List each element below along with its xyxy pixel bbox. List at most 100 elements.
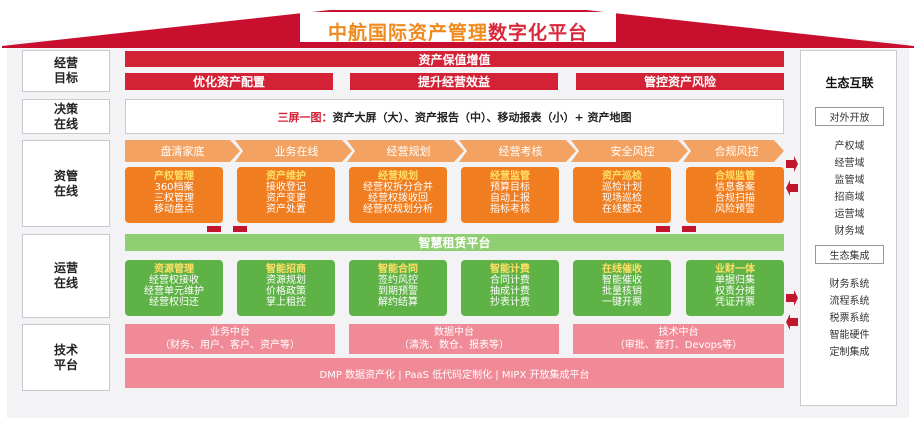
ops-box-title: 资源管理	[154, 264, 194, 275]
asset-box-4: 经营监管 预算目标 自动上报 指标考核	[461, 167, 559, 223]
asset-box-line: 自动上报	[490, 193, 530, 204]
ops-box-title: 智能计费	[490, 264, 530, 275]
ops-box-line: 凭证开票	[715, 297, 755, 308]
ops-box-line: 经营权接收	[149, 275, 199, 286]
tech-bottom-bar: DMP 数据资产化 | PaaS 低代码定制化 | MIPX 开放集成平台	[125, 358, 784, 388]
asset-box-title: 合规监管	[715, 171, 755, 182]
roof-banner	[2, 10, 914, 48]
eco-title: 生态互联	[825, 76, 874, 90]
ops-box-line: 抽成计费	[490, 286, 530, 297]
asset-box-line: 指标考核	[490, 204, 530, 215]
goal-main-bar: 资产保值增值	[125, 51, 784, 67]
goal-item-2: 提升经营效益	[350, 73, 558, 90]
ops-box-line: 资源规划	[266, 275, 306, 286]
decision-box: 三屏一图：资产大屏（大）、资产报告（中）、移动报表（小）+ 资产地图	[125, 99, 784, 134]
eco-integ-item: 智能硬件	[829, 330, 870, 341]
tech-center-tech: 技术中台 （审批、套打、Devops等）	[573, 324, 784, 354]
platform-bar: 智慧租赁平台	[125, 234, 784, 251]
ops-box-line: 掌上租控	[266, 297, 306, 308]
asset-box-line: 经营权规划分析	[363, 204, 433, 215]
side-arrow-lower	[786, 290, 798, 330]
asset-box-line: 移动盘点	[154, 204, 194, 215]
asset-box-line: 合规扫描	[715, 193, 755, 204]
ops-box-line: 到期预警	[378, 286, 418, 297]
ops-box-line: 合同计费	[490, 275, 530, 286]
decision-text: 资产大屏（大）、资产报告（中）、移动报表（小）+ 资产地图	[332, 110, 632, 124]
side-arrow-upper	[786, 156, 798, 196]
decision-prefix: 三屏一图：	[277, 110, 333, 124]
tech-center-name: 数据中台	[434, 327, 474, 338]
title-part2: 数字化平台	[488, 22, 589, 44]
asset-box-title: 经营监管	[490, 171, 530, 182]
ops-box-title: 智能招商	[266, 264, 306, 275]
goal-item-1: 优化资产配置	[125, 73, 333, 90]
goal-item-3: 管控资产风险	[576, 73, 784, 90]
eco-open-item: 运营域	[834, 209, 865, 220]
eco-open-item: 财务域	[834, 226, 865, 237]
row-label-decision: 决策 在线	[22, 99, 110, 134]
connector-arrow	[682, 226, 696, 232]
ops-box-1: 资源管理 经营权接收 经营单元维护 经营权归还	[125, 260, 223, 316]
asset-box-line: 三权管理	[154, 193, 194, 204]
ops-box-line: 一键开票	[602, 297, 642, 308]
eco-open-item: 产权域	[834, 141, 865, 152]
eco-integ-item: 税票系统	[829, 313, 870, 324]
asset-box-line: 接收登记	[266, 182, 306, 193]
row-label-tech: 技术 平台	[22, 324, 110, 391]
row-label-goals: 经营 目标	[22, 50, 110, 92]
ops-box-2: 智能招商 资源规划 价格政策 掌上租控	[237, 260, 335, 316]
asset-box-line: 360档案	[154, 182, 194, 193]
ops-box-title: 在线催收	[602, 264, 642, 275]
asset-box-line: 预算目标	[490, 182, 530, 193]
asset-box-title: 资产巡检	[602, 171, 642, 182]
eco-open-item: 监管域	[834, 175, 865, 186]
asset-box-line: 资产处置	[266, 204, 306, 215]
chevron-step-4: 经营考核	[459, 140, 576, 162]
chevron-step-2: 业务在线	[235, 140, 352, 162]
row-label-asset: 资管 在线	[22, 140, 110, 227]
eco-open-item: 经营域	[834, 158, 865, 169]
ops-box-4: 智能计费 合同计费 抽成计费 抄表计费	[461, 260, 559, 316]
ops-box-line: 签约风控	[378, 275, 418, 286]
tech-center-desc: （财务、用户、客户、资产等）	[160, 340, 300, 351]
ops-box-line: 权责分摊	[715, 286, 755, 297]
asset-box-line: 巡检计划	[602, 182, 642, 193]
eco-integ-item: 定制集成	[829, 347, 870, 358]
asset-box-2: 资产维护 接收登记 资产变更 资产处置	[237, 167, 335, 223]
tech-center-business: 业务中台 （财务、用户、客户、资产等）	[125, 324, 335, 354]
chevron-step-5: 安全风控	[571, 140, 688, 162]
ops-box-6: 业财一体 单据归集 权责分摊 凭证开票	[686, 260, 784, 316]
asset-box-3: 经营规划 经营权拆分合并 经营权拨收回 经营权规划分析	[349, 167, 447, 223]
asset-box-1: 产权管理 360档案 三权管理 移动盘点	[125, 167, 223, 223]
eco-open-item: 招商域	[834, 192, 865, 203]
ops-box-line: 单据归集	[715, 275, 755, 286]
asset-box-line: 在线整改	[602, 204, 642, 215]
eco-open-tag: 对外开放	[815, 107, 884, 126]
chevron-step-6: 合规风控	[683, 140, 784, 162]
asset-box-title: 经营规划	[378, 171, 418, 182]
asset-box-line: 风险预警	[715, 204, 755, 215]
ops-box-line: 智能催收	[602, 275, 642, 286]
ops-box-line: 批量核销	[602, 286, 642, 297]
asset-box-title: 产权管理	[154, 171, 194, 182]
asset-box-line: 信息备案	[715, 182, 755, 193]
connector-arrow	[207, 226, 221, 232]
tech-center-name: 业务中台	[210, 327, 250, 338]
ops-box-line: 价格政策	[266, 286, 306, 297]
ops-box-title: 业财一体	[715, 264, 755, 275]
connector-arrow	[656, 226, 670, 232]
ops-box-line: 经营单元维护	[144, 286, 204, 297]
ops-box-line: 抄表计费	[490, 297, 530, 308]
ops-box-5: 在线催收 智能催收 批量核销 一键开票	[573, 260, 671, 316]
title-part1: 中航国际资产管理	[327, 22, 488, 44]
eco-integ-tag: 生态集成	[815, 245, 884, 264]
asset-box-line: 现场巡检	[602, 193, 642, 204]
ops-box-3: 智能合同 签约风控 到期预警 解约结算	[349, 260, 447, 316]
eco-integ-item: 流程系统	[829, 296, 870, 307]
eco-integ-item: 财务系统	[829, 279, 870, 290]
ops-box-line: 解约结算	[378, 297, 418, 308]
connector-arrow	[233, 226, 247, 232]
tech-center-desc: （审批、套打、Devops等）	[614, 340, 743, 351]
asset-box-line: 资产变更	[266, 193, 306, 204]
asset-box-6: 合规监管 信息备案 合规扫描 风险预警	[686, 167, 784, 223]
